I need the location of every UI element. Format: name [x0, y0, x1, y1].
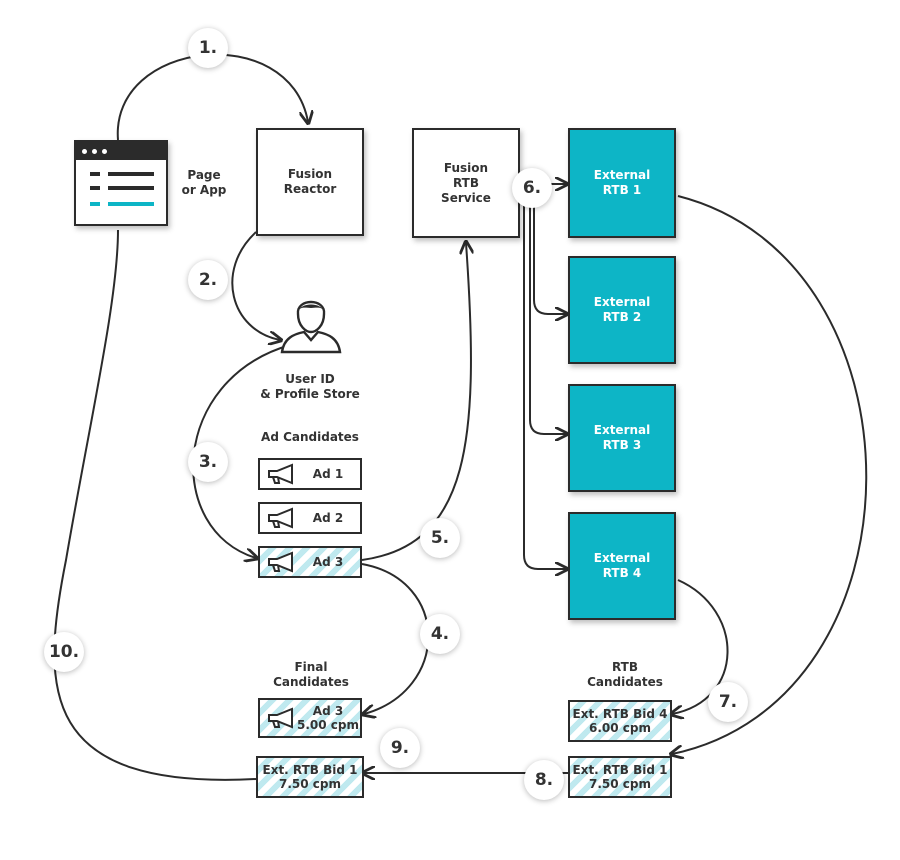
- step-4-badge: 4.: [420, 614, 460, 654]
- step-1-badge: 1.: [188, 28, 228, 68]
- ad-candidate-1: Ad 1: [258, 458, 362, 490]
- ad-label: Ad 2: [312, 511, 344, 525]
- external-rtb-4-box: External RTB 4: [568, 512, 676, 620]
- fusion-reactor-box: Fusion Reactor: [256, 128, 364, 236]
- rtb-bid1-label: Ext. RTB Bid 1 7.50 cpm: [572, 763, 668, 791]
- content-line: [108, 172, 154, 176]
- rtb-candidate-bid4: Ext. RTB Bid 4 6.00 cpm: [568, 700, 672, 742]
- content-line: [90, 186, 100, 190]
- arrow-5: [361, 243, 471, 561]
- external-rtb-1-box: External RTB 1: [568, 128, 676, 238]
- arrow-7-bid4: [672, 579, 729, 714]
- ad-label: Ad 3: [312, 555, 344, 569]
- final-candidates-label: Final Candidates: [273, 660, 349, 689]
- arrow-6-rtb3: [529, 200, 566, 434]
- step-3-badge: 3.: [188, 442, 228, 482]
- step-6-badge: 6.: [512, 168, 552, 208]
- ad-label: Ad 1: [312, 467, 344, 481]
- page-or-app-label: Page or App: [181, 168, 227, 197]
- window-dot: [82, 148, 87, 154]
- arrow-6-rtb2: [533, 200, 566, 314]
- final-candidate-ad3: Ad 3 5.00 cpm: [258, 698, 362, 738]
- final-ext-bid1-label: Ext. RTB Bid 1 7.50 cpm: [262, 763, 358, 791]
- arrow-7-bid1: [672, 195, 868, 754]
- step-5-badge: 5.: [420, 518, 460, 558]
- megaphone-icon: [268, 507, 293, 529]
- arrow-6-rtb4: [523, 200, 566, 569]
- ad-candidate-2: Ad 2: [258, 502, 362, 534]
- step-9-badge: 9.: [380, 728, 420, 768]
- window-dot: [102, 148, 107, 154]
- arrow-10: [53, 229, 257, 781]
- final-ad3-label: Ad 3 5.00 cpm: [297, 704, 359, 732]
- content-line: [90, 172, 100, 176]
- window-dot: [92, 148, 97, 154]
- arrow-4: [362, 563, 430, 714]
- arrow-2: [231, 231, 280, 340]
- rtb-candidates-label: RTB Candidates: [587, 660, 663, 689]
- megaphone-icon: [268, 707, 293, 729]
- user-profile-icon: [280, 300, 342, 354]
- content-line-accent: [90, 202, 100, 206]
- rtb-bid4-label: Ext. RTB Bid 4 6.00 cpm: [572, 707, 668, 735]
- step-7-badge: 7.: [708, 682, 748, 722]
- browser-window-icon: [74, 140, 168, 226]
- megaphone-icon: [268, 551, 293, 573]
- user-id-label: User ID & Profile Store: [260, 372, 360, 401]
- ad-candidate-3: Ad 3: [258, 546, 362, 578]
- content-line: [108, 186, 154, 190]
- browser-title-bar: [76, 142, 166, 160]
- step-10-badge: 10.: [44, 632, 84, 672]
- external-rtb-2-box: External RTB 2: [568, 256, 676, 364]
- final-candidate-ext-bid1: Ext. RTB Bid 1 7.50 cpm: [256, 756, 364, 798]
- content-line-accent: [108, 202, 154, 206]
- fusion-rtb-service-box: Fusion RTB Service: [412, 128, 520, 238]
- step-2-badge: 2.: [188, 260, 228, 300]
- external-rtb-3-box: External RTB 3: [568, 384, 676, 492]
- megaphone-icon: [268, 463, 293, 485]
- step-8-badge: 8.: [524, 760, 564, 800]
- ad-candidates-label: Ad Candidates: [261, 430, 359, 444]
- rtb-candidate-bid1: Ext. RTB Bid 1 7.50 cpm: [568, 756, 672, 798]
